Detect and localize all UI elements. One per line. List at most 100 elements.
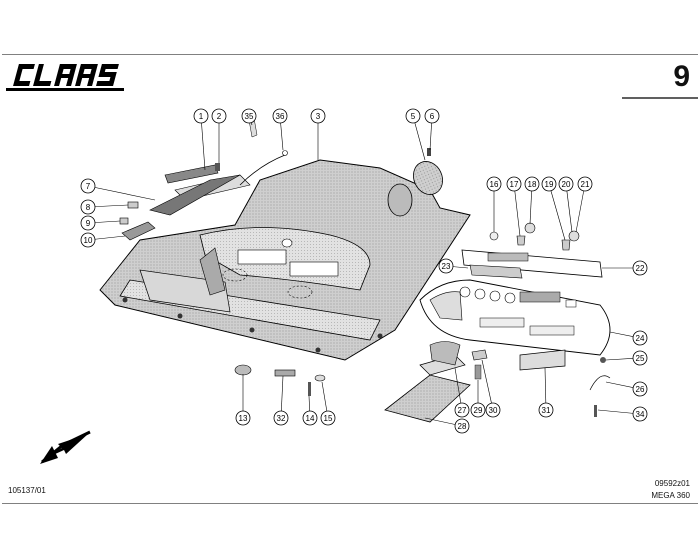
callout-36: 36 [272,108,288,124]
callout-circle [272,108,288,124]
callout-circle [538,402,554,418]
overhead-console [419,222,611,356]
model-name: MEGA 360 [651,491,690,500]
leader-line-21 [575,183,586,233]
callout-circle [273,410,289,426]
callout-circle [211,108,227,124]
callout-circle [577,176,593,192]
callout-circle [80,178,96,194]
callout-8: 8 [80,199,96,215]
callout-25: 25 [632,350,648,366]
claas-logo [6,64,124,91]
callout-circle [632,260,648,276]
callout-label: 18 [528,180,537,189]
callout-label: 1 [199,112,204,121]
callout-17: 17 [506,176,522,192]
callout-circle [302,410,318,426]
callout-label: 10 [84,236,93,245]
callout-label: 26 [636,385,645,394]
callout-label: 16 [490,180,499,189]
callout-10: 10 [80,232,96,248]
callout-label: 32 [277,414,286,423]
callout-label: 15 [324,414,333,423]
callout-15: 15 [320,410,336,426]
callout-label: 23 [442,262,451,271]
callout-circle [80,199,96,215]
callout-label: 29 [474,406,483,415]
callout-circle [470,402,486,418]
callout-circle [541,176,557,192]
callout-29: 29 [470,402,486,418]
callout-label: 31 [542,406,551,415]
leader-line-1 [200,115,206,171]
callout-9: 9 [80,215,96,231]
leader-lines [87,115,641,427]
callout-circle [241,108,257,124]
callout-21: 21 [577,176,593,192]
callout-label: 9 [86,219,91,228]
callout-circle [438,258,454,274]
callout-circle [558,176,574,192]
callout-circle [235,410,251,426]
callout-circle [424,108,440,124]
callout-label: 27 [458,406,467,415]
callout-3: 3 [310,108,326,124]
callout-6: 6 [424,108,440,124]
callout-circle [310,108,326,124]
callout-26: 26 [632,381,648,397]
callout-7: 7 [80,178,96,194]
callout-31: 31 [538,402,554,418]
callout-34: 34 [632,406,648,422]
callout-32: 32 [273,410,289,426]
callout-22: 22 [632,260,648,276]
callout-label: 14 [306,414,315,423]
leader-line-30 [481,359,494,411]
callout-23: 23 [438,258,454,274]
callout-label: 20 [562,180,571,189]
callout-circle [193,108,209,124]
callout-circle [485,402,501,418]
page-number: 9 [673,60,690,93]
callout-label: 21 [581,180,590,189]
callout-19: 19 [541,176,557,192]
headliner-panel [99,159,471,361]
speaker-grille [413,148,443,195]
callout-label: 19 [545,180,554,189]
trim-strip-parts [119,117,288,241]
model-block: 09592z01 MEGA 360 [651,478,690,502]
callout-label: 34 [636,410,645,419]
callout-circle [454,402,470,418]
callout-label: 7 [86,182,91,191]
callout-1: 1 [193,108,209,124]
callout-circle [80,215,96,231]
callout-13: 13 [235,410,251,426]
callout-16: 16 [486,176,502,192]
callout-label: 22 [636,264,645,273]
callout-label: 13 [239,414,248,423]
leader-line-19 [548,183,566,241]
callout-label: 6 [430,112,435,121]
callout-20: 20 [558,176,574,192]
leader-line-5 [412,115,426,161]
callout-2: 2 [211,108,227,124]
leader-line-7 [87,185,156,201]
callout-label: 2 [217,112,222,121]
callout-27: 27 [454,402,470,418]
callout-30: 30 [485,402,501,418]
callout-label: 36 [276,112,285,121]
callout-circle [632,330,648,346]
callout-24: 24 [632,330,648,346]
callout-circle [320,410,336,426]
callout-circle [405,108,421,124]
loose-parts [234,341,611,423]
callout-28: 28 [454,418,470,434]
callout-label: 24 [636,334,645,343]
callout-circle [454,418,470,434]
drawing-reference: 105137/01 [8,486,46,495]
callout-circle [632,350,648,366]
drawing-code: 09592z01 [654,479,690,488]
callout-circle [632,381,648,397]
callout-18: 18 [524,176,540,192]
